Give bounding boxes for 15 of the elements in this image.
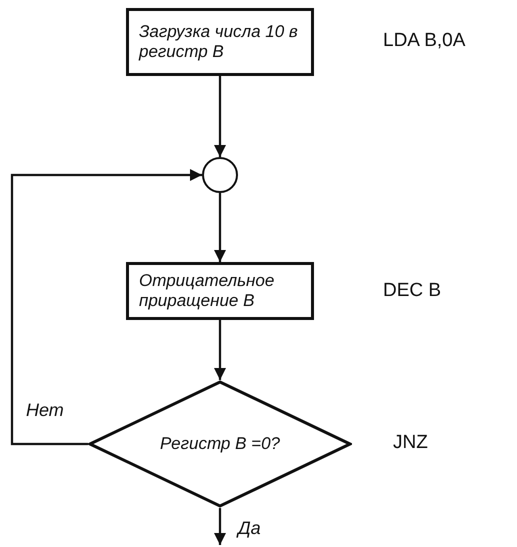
node-text: Загрузка числа 10 в регистр B (139, 22, 299, 62)
node-text: Регистр B =0? (160, 434, 280, 454)
node-text: Отрицательное приращение B (139, 270, 276, 312)
arrow (214, 76, 226, 157)
process-box (126, 262, 314, 320)
arrow (10, 169, 202, 446)
instruction-text: DEC B (383, 280, 442, 302)
decision-diamond (88, 380, 352, 508)
arrow (214, 508, 226, 545)
arrow (214, 320, 226, 380)
arrow (214, 193, 226, 262)
instruction-text: LDA B,0A (383, 30, 466, 52)
process-box (126, 8, 314, 76)
connector-circle (202, 157, 238, 193)
instruction-text: JNZ (393, 432, 428, 454)
